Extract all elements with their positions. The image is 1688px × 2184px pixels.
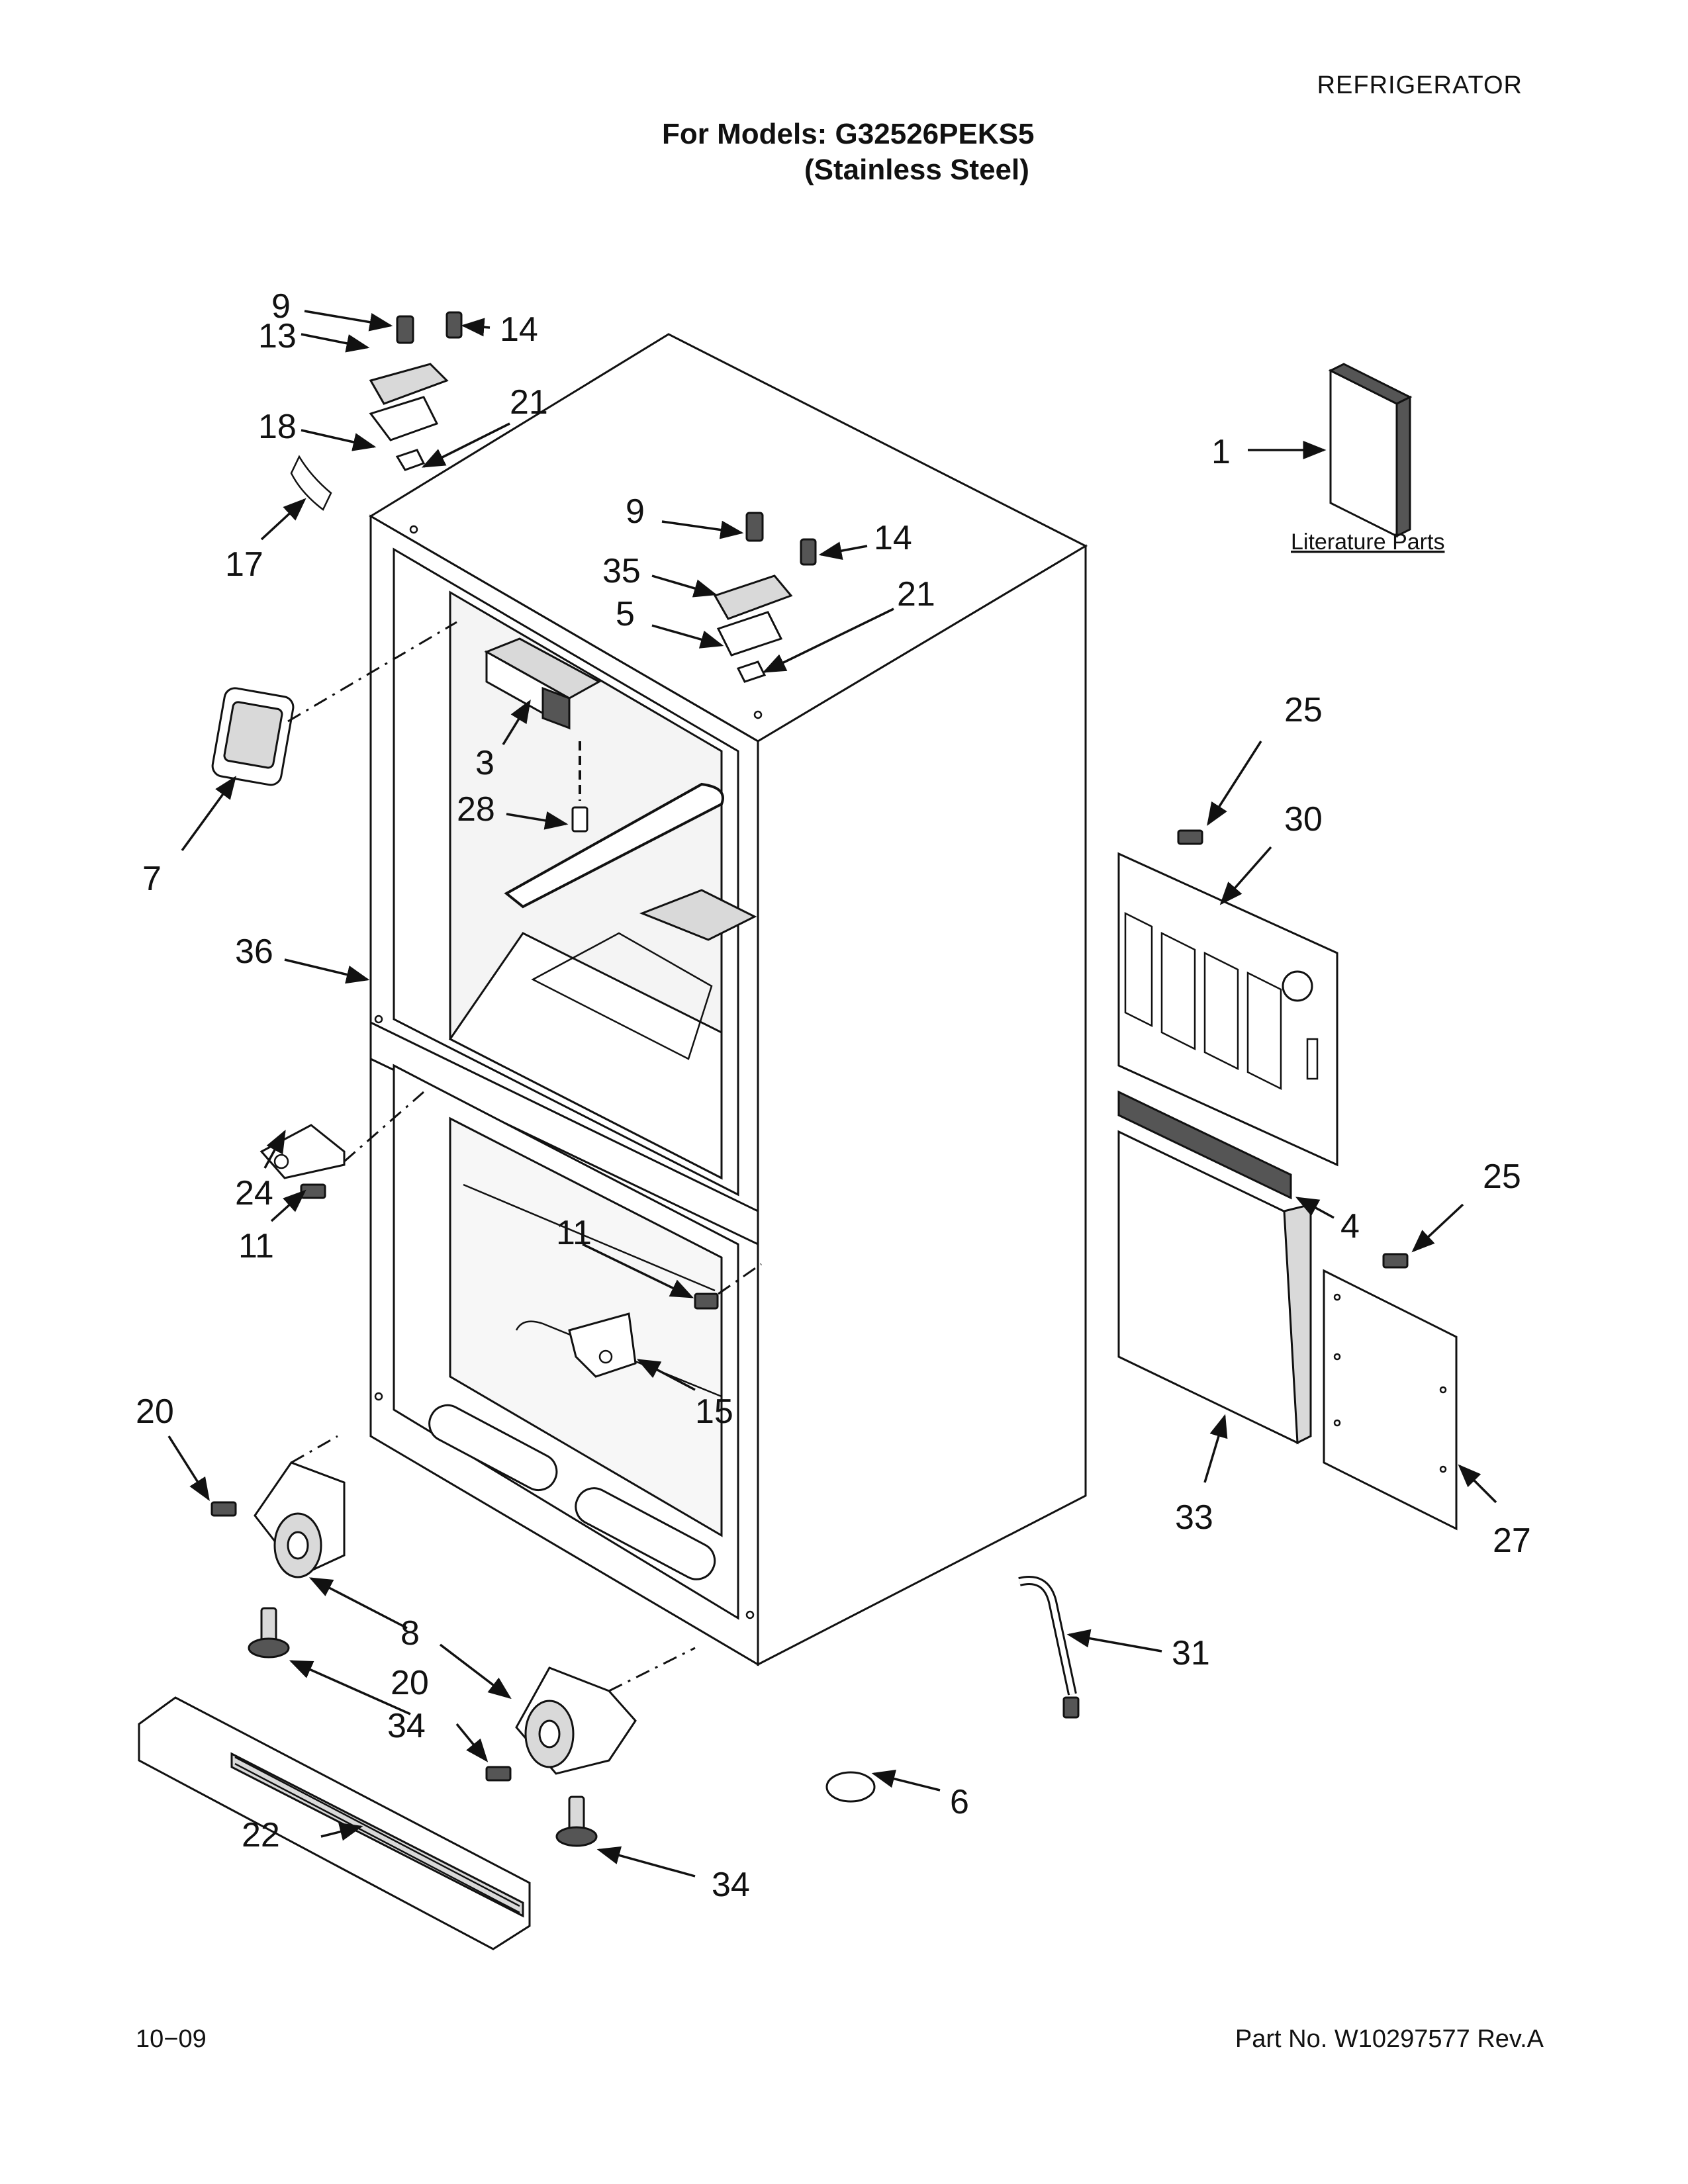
models-title: For Models: G32526PEKS5 <box>662 118 1035 150</box>
middle-hinge-left <box>259 1091 424 1199</box>
callout-34: 34 <box>387 1707 426 1745</box>
callout-8: 8 <box>400 1614 420 1653</box>
foam-strip <box>1117 1090 1292 1200</box>
callout-33: 33 <box>1175 1498 1213 1537</box>
insulation-panel <box>1117 1130 1312 1445</box>
callout-14: 14 <box>500 310 538 349</box>
upper-left-hinge-assembly <box>290 311 463 511</box>
electrical-shield <box>1323 1253 1458 1531</box>
callout-24: 24 <box>235 1174 273 1212</box>
callout-6: 6 <box>950 1783 969 1821</box>
callout-35: 35 <box>602 552 641 590</box>
callout-14: 14 <box>874 519 912 557</box>
callout-27: 27 <box>1493 1522 1531 1560</box>
callout-25: 25 <box>1483 1158 1521 1196</box>
finish-subtitle: (Stainless Steel) <box>804 154 1029 186</box>
callout-1: 1 <box>1211 433 1231 471</box>
right-roller-assembly <box>485 1647 696 1847</box>
callout-3: 3 <box>475 744 494 782</box>
callout-11: 11 <box>238 1227 274 1265</box>
base-grille <box>138 1696 531 1950</box>
callout-15: 15 <box>695 1392 733 1431</box>
ring-seal <box>825 1771 876 1803</box>
callout-34: 34 <box>712 1866 750 1904</box>
callout-36: 36 <box>235 933 273 971</box>
literature-booklet <box>1328 363 1413 538</box>
callout-20: 20 <box>391 1664 429 1702</box>
callout-30: 30 <box>1284 800 1323 839</box>
left-roller-assembly <box>211 1435 346 1659</box>
leader-lines <box>167 310 1497 1878</box>
callout-21: 21 <box>897 575 935 614</box>
callout-18: 18 <box>258 408 297 446</box>
callout-labels: 9 13 14 21 18 17 9 14 35 5 21 3 28 7 1 L… <box>136 287 1531 1904</box>
dispenser-module <box>211 621 457 786</box>
lower-hinge-15 <box>568 1263 762 1378</box>
callout-22: 22 <box>242 1816 280 1854</box>
water-inlet-tube <box>1018 1576 1080 1719</box>
literature-parts-label: Literature Parts <box>1291 529 1444 555</box>
refrigerator-cabinet <box>369 333 1088 1666</box>
upper-right-hinge-assembly <box>713 512 817 683</box>
callout-25: 25 <box>1284 691 1323 729</box>
callout-13: 13 <box>258 317 297 355</box>
callout-17: 17 <box>225 545 263 584</box>
callout-9: 9 <box>271 287 291 326</box>
callout-5: 5 <box>616 595 635 633</box>
callout-20: 20 <box>136 1392 174 1431</box>
category-label: REFRIGERATOR <box>1317 71 1523 99</box>
callout-4: 4 <box>1340 1207 1360 1246</box>
callout-7: 7 <box>142 860 162 898</box>
part-number: Part No. W10297577 Rev.A <box>1235 2025 1544 2053</box>
callout-9: 9 <box>626 492 645 531</box>
revision-date: 10−09 <box>136 2025 207 2053</box>
callout-31: 31 <box>1172 1634 1210 1672</box>
callout-11: 11 <box>556 1214 592 1252</box>
rear-access-cover <box>1117 829 1338 1167</box>
screw-28 <box>571 741 588 833</box>
callout-28: 28 <box>457 790 495 829</box>
light-housing <box>484 637 602 730</box>
callout-21: 21 <box>510 383 548 422</box>
